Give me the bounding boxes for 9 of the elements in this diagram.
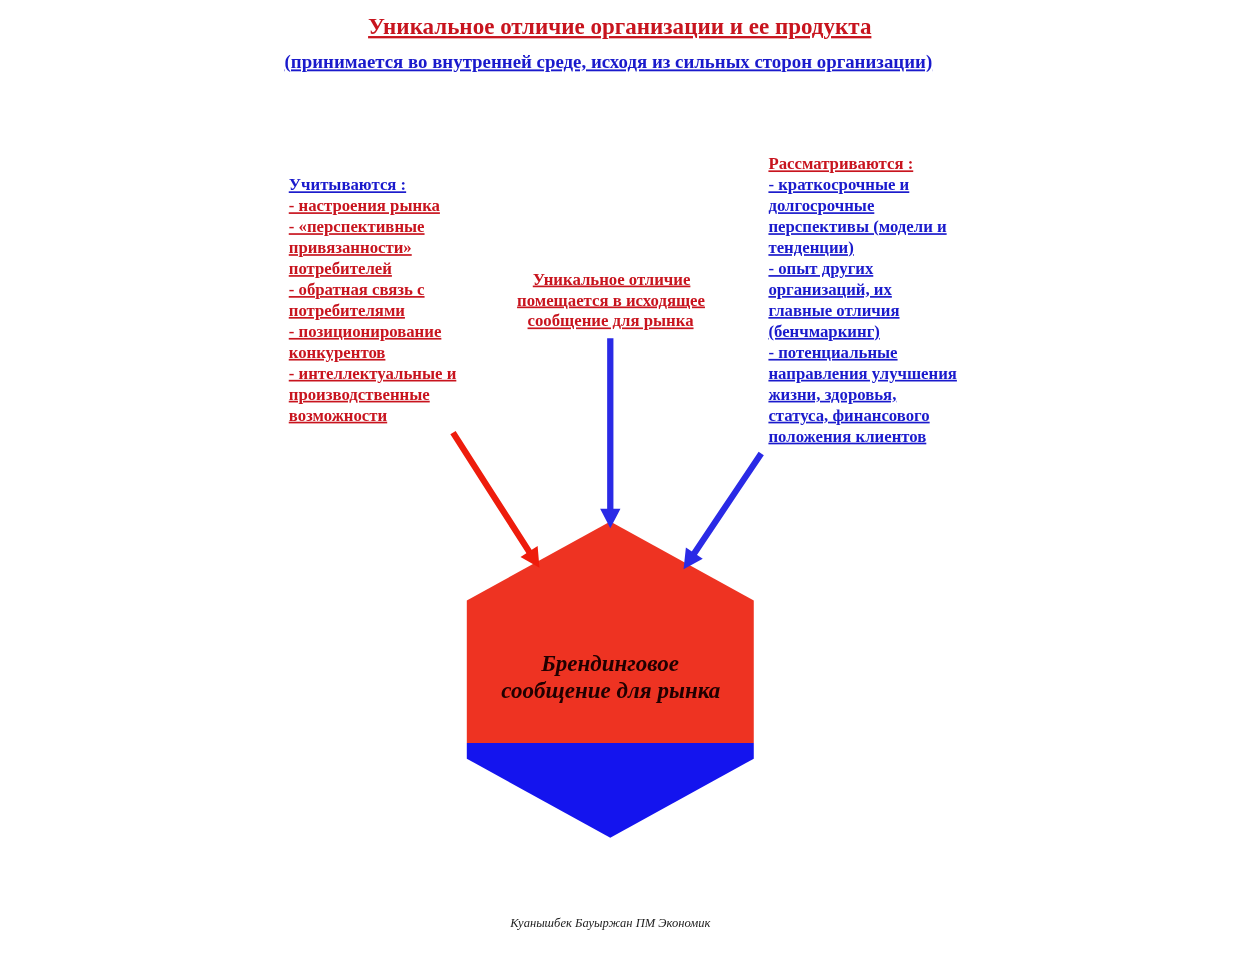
node-text: Рассматриваются : - краткосрочные и долгосрочные перспективы (модели и тенденции) - опыт других организаций, их главные отличия (бенчмаркинг) - потенциальные направления улучшения жизни, здоровья, статуса, финансового положения клиентов bbox=[767, 154, 957, 446]
arrow bbox=[683, 451, 764, 570]
node-text: Учитываются : - настроения рынка - «перспективные привязанности» потребителей - обратная связь с потребителями - позиционирование конкурентов - интеллектуальные и производственные возможности bbox=[288, 175, 456, 425]
label: Куанышбек Бауыржан ПМ Экономик bbox=[509, 915, 710, 930]
arrow bbox=[449, 430, 539, 568]
diagram-title: Уникальное отличие организации и ее продукта bbox=[367, 13, 871, 40]
node-text: Уникальное отличие помещается в исходящее сообщение для рынка bbox=[516, 269, 705, 331]
label: (принимается во внутренней среде, исходя из сильных сторон организации) bbox=[284, 51, 932, 73]
arrow bbox=[599, 338, 620, 529]
